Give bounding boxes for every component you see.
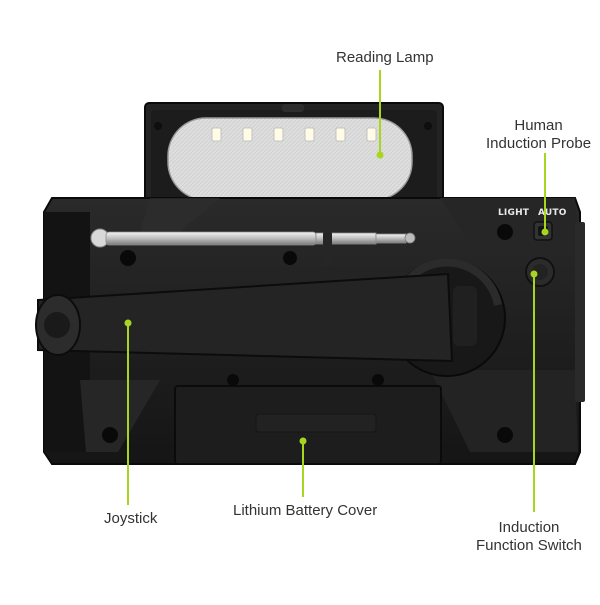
leader-reading-lamp-dot — [376, 151, 384, 159]
leader-battery-cover-dot — [299, 437, 307, 445]
label-human-induction-probe: Human Induction Probe — [486, 117, 592, 152]
label-reading-lamp: Reading Lamp — [336, 49, 434, 66]
callout-leader-lines — [124, 70, 549, 512]
leader-human-induction-probe-dot — [541, 228, 549, 236]
label-joystick: Joystick — [104, 510, 158, 527]
lamp-led — [304, 127, 315, 142]
leader-joystick-dot — [124, 319, 132, 327]
lamp-led — [242, 127, 253, 142]
label-lithium-battery-cover: Lithium Battery Cover — [233, 502, 378, 519]
label-induction-function-switch: Induction Function Switch — [476, 519, 582, 554]
auto-mode-label: AUTO — [538, 208, 567, 218]
leader-induction-switch-dot — [530, 270, 538, 278]
lamp-led — [366, 127, 377, 142]
lamp-led — [273, 127, 284, 142]
hand-crank[interactable] — [35, 258, 506, 377]
battery-cover — [174, 374, 442, 465]
lamp-led — [335, 127, 346, 142]
light-mode-label: LIGHT — [498, 208, 530, 218]
reading-lamp-panel — [144, 102, 444, 222]
reading-lamp-leds — [211, 127, 377, 142]
telescopic-antenna — [90, 228, 416, 266]
lamp-led — [211, 127, 222, 142]
